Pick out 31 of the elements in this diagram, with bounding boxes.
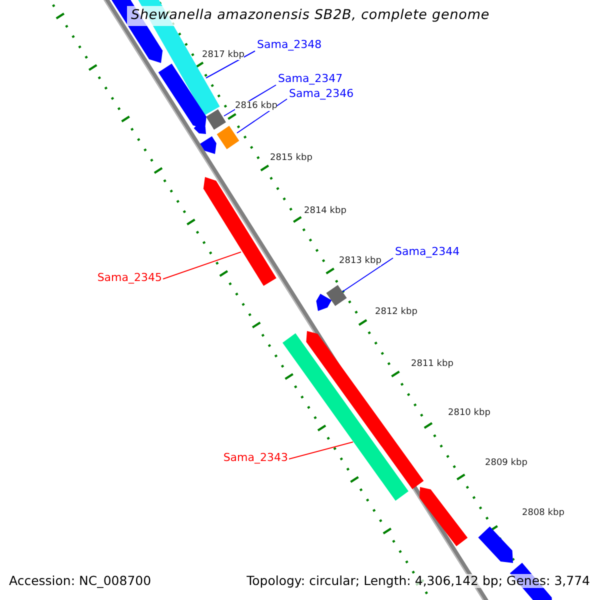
tick-label: 2817 kbp [202, 50, 244, 60]
gene-feature [420, 487, 468, 546]
tick-label: 2808 kbp [522, 508, 564, 518]
gene-feature [316, 294, 332, 311]
tick-label: 2811 kbp [411, 359, 454, 370]
gene-feature [326, 285, 347, 306]
leader-line [288, 442, 354, 460]
gene-label: Sama_2348 [257, 39, 322, 52]
tick-label: 2814 kbp [304, 206, 346, 216]
gene-label: Sama_2347 [278, 73, 343, 86]
tick-label: 2809 kbp [485, 458, 528, 468]
gene-label: Sama_2344 [395, 246, 460, 259]
accession-text: Accession: NC_008700 [9, 574, 152, 588]
genome-summary-text: Topology: circular; Length: 4,306,142 bp; Genes: 3,774 [246, 574, 590, 588]
gene-feature [200, 136, 216, 154]
gene-feature [216, 126, 240, 150]
leader-line [236, 98, 288, 134]
tick-label: 2812 kbp [375, 307, 418, 318]
gene-label: Sama_2345 [97, 272, 162, 285]
gene-feature [158, 64, 206, 129]
gene-label: Sama_2343 [223, 452, 288, 465]
gene-label: Sama_2346 [289, 88, 354, 101]
gene-feature [478, 526, 513, 563]
leader-line [206, 50, 256, 78]
tick-label: 2815 kbp [270, 153, 312, 164]
leader-line [342, 258, 394, 292]
gene-feature [203, 177, 276, 286]
leader-line [162, 252, 242, 280]
tick-label: 2816 kbp [235, 101, 278, 112]
tick-label: 2813 kbp [339, 256, 382, 266]
tick-label: 2810 kbp [448, 408, 490, 418]
